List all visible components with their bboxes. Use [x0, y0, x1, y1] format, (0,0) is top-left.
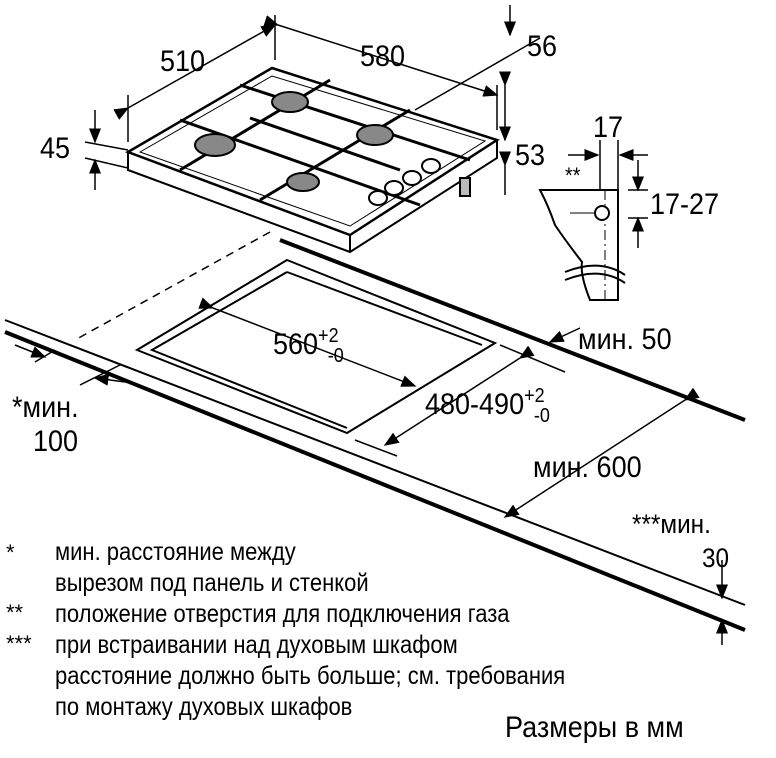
cutout-depth-tol-plus: +2: [524, 385, 545, 407]
dim-17: 17: [593, 111, 624, 144]
dim-min-30-value: 30: [702, 543, 730, 573]
footnote-mark: *: [6, 540, 15, 565]
dimension-lines: [14, 5, 728, 645]
hob: [125, 66, 500, 254]
gas-connector-icon: [459, 177, 471, 197]
dim-56: 56: [527, 30, 558, 63]
footnote-text: по монтажу духовых шкафов: [55, 693, 353, 721]
dim-min-50: мин. 50: [578, 323, 672, 356]
footnote-text: мин. расстояние между: [55, 538, 296, 566]
gas-hole-marker: **: [565, 163, 581, 188]
footnote-text: положение отверстия для подключения газа: [55, 600, 510, 628]
dim-cutout-width: 560+2-0: [273, 326, 344, 366]
side-profile: [538, 189, 626, 301]
dim-17-27: 17-27: [650, 188, 720, 221]
units-caption: Размеры в мм: [505, 711, 684, 744]
dim-45: 45: [40, 132, 71, 165]
dim-min-600: мин. 600: [533, 451, 642, 484]
burner-icon: [194, 91, 394, 192]
dim-min-30-label: ***мин.: [632, 509, 711, 539]
footnote-text: вырезом под панель и стенкой: [55, 569, 369, 597]
cutout-depth-value: 480-490: [425, 388, 525, 421]
cutout-width-value: 560: [273, 328, 319, 361]
dim-min-100-label: *мин.: [12, 391, 79, 424]
footnote-mark: **: [6, 600, 24, 625]
cutout-width-tol-plus: +2: [318, 325, 339, 347]
cutout-width-tol-minus: -0: [327, 345, 344, 367]
knob-icon: [368, 158, 441, 206]
dim-510: 510: [160, 45, 206, 78]
cutout-depth-tol-minus: -0: [533, 405, 550, 427]
gas-hole-icon: [594, 205, 610, 221]
footnote-text: расстояние должно быть больше; см. требо…: [55, 662, 566, 690]
footnote-text: при встраивании над духовым шкафом: [55, 631, 458, 659]
dim-cutout-depth: 480-490+2-0: [425, 386, 550, 426]
dim-53: 53: [515, 139, 546, 172]
dim-min-100-value: 100: [33, 425, 79, 458]
dim-580: 580: [360, 40, 406, 73]
footnote-mark: ***: [6, 631, 32, 656]
